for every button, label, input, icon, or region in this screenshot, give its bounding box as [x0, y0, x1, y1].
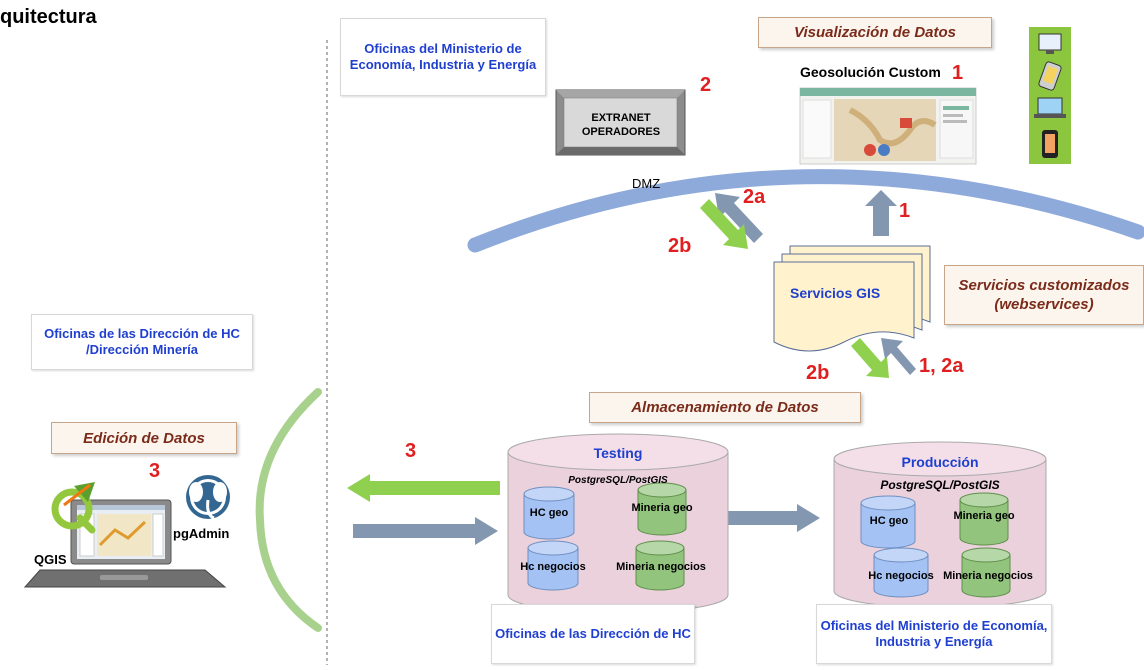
extranet-label: EXTRANET OPERADORES — [566, 108, 676, 142]
extranet-operadores-box — [555, 89, 686, 156]
step-2a: 2a — [743, 186, 766, 208]
visualizacion-datos-label: Visualización de Datos — [758, 17, 992, 48]
hc-geo-cylinder-testing — [523, 486, 575, 540]
arrow-1-2a-lower — [881, 338, 916, 375]
map-screenshot-icon — [799, 87, 977, 165]
edicion-datos-label: Edición de Datos — [51, 422, 237, 454]
step-1-2a-lower: 1, 2a — [919, 355, 964, 377]
testing-hc-negocios: Hc negocios — [520, 561, 586, 573]
servicios-gis-documents — [773, 245, 931, 352]
servicios-gis-label: Servicios GIS — [790, 285, 881, 301]
almacenamiento-datos-label: Almacenamiento de Datos — [589, 392, 861, 423]
mineria-geo-cylinder-produccion — [959, 492, 1009, 546]
zone-box-direccion-hc-mineria: Oficinas de las Dirección de HC /Direcci… — [31, 314, 253, 370]
servicios-customizados-label: Servicios customizados (webservices) — [944, 265, 1144, 325]
step-2-extranet: 2 — [700, 74, 712, 96]
zone-label-top: Oficinas del Ministerio de Economía, Ind… — [349, 41, 537, 72]
produccion-mineria-negocios: Mineria negocios — [943, 570, 1033, 582]
page-title: quitectura — [0, 6, 97, 28]
device-strip — [1029, 27, 1071, 164]
testing-engine: PostgreSQL/PostGIS — [568, 475, 668, 486]
dmz-label: DMZ — [632, 176, 661, 191]
arrow-2b — [700, 199, 748, 249]
testing-hc-geo: HC geo — [529, 507, 569, 519]
testing-title: Testing — [593, 445, 643, 461]
produccion-hc-geo: HC geo — [869, 515, 909, 527]
zone-box-direccion-hc: Oficinas de las Dirección de HC — [491, 604, 695, 664]
mineria-geo-cylinder-testing — [637, 482, 687, 536]
step-1-upper: 1 — [899, 200, 911, 222]
tablet-icon — [1042, 130, 1058, 158]
zone-label-left: Oficinas de las Dirección de HC /Direcci… — [44, 326, 240, 357]
pgadmin-elephant-icon — [186, 475, 230, 520]
step-2b-upper: 2b — [668, 235, 692, 257]
step-1-visualizacion: 1 — [952, 62, 964, 84]
produccion-hc-negocios: Hc negocios — [868, 570, 934, 582]
phone-icon — [1038, 61, 1062, 91]
zone-label-bottom-mid: Oficinas de las Dirección de HC — [495, 626, 691, 641]
edicion-text: Edición de Datos — [83, 429, 205, 447]
hc-negocios-cylinder-produccion — [873, 547, 929, 598]
zone-label-bottom-right: Oficinas del Ministerio de Economía, Ind… — [820, 618, 1048, 649]
hc-geo-cylinder-produccion — [860, 495, 916, 549]
produccion-engine: PostgreSQL/PostGIS — [880, 478, 1000, 492]
desktop-icon — [1038, 33, 1062, 54]
qgis-icon — [51, 482, 96, 534]
produccion-mineria-geo: Mineria geo — [953, 510, 1015, 522]
visualizacion-text: Visualización de Datos — [794, 24, 956, 41]
produccion-title: Producción — [901, 454, 979, 470]
pgadmin-label: pgAdmin — [173, 526, 230, 541]
network-bracket — [255, 388, 322, 632]
laptop-small-icon — [1034, 97, 1066, 118]
zone-box-ministerio-top: Oficinas del Ministerio de Economía, Ind… — [340, 18, 546, 96]
dmz-arc — [467, 169, 1144, 253]
arrow-3-left — [347, 474, 500, 502]
geosolucion-label: Geosolución Custom — [800, 64, 941, 80]
arrow-up-1 — [865, 190, 897, 236]
hc-negocios-cylinder-testing — [527, 540, 579, 591]
step-3-arrow: 3 — [405, 440, 417, 462]
step-3-edicion: 3 — [149, 460, 161, 482]
mineria-negocios-cylinder-produccion — [961, 547, 1011, 598]
extranet-text: EXTRANET OPERADORES — [581, 112, 661, 138]
almacenamiento-text: Almacenamiento de Datos — [631, 399, 819, 416]
testing-mineria-negocios: Mineria negocios — [616, 561, 706, 573]
servicios-custom-text: Servicios customizados (webservices) — [958, 277, 1130, 313]
arrow-2a — [715, 193, 763, 243]
testing-mineria-geo: Mineria geo — [631, 502, 693, 514]
zone-box-ministerio-bottom: Oficinas del Ministerio de Economía, Ind… — [816, 604, 1052, 664]
step-2b-lower: 2b — [806, 362, 830, 384]
arrow-right-to-testing — [353, 517, 498, 545]
arrow-testing-to-produccion — [728, 504, 820, 532]
laptop-icon — [23, 499, 227, 588]
qgis-label: QGIS — [34, 552, 67, 567]
mineria-negocios-cylinder-testing — [635, 540, 685, 591]
arrow-2b-lower — [851, 338, 889, 378]
